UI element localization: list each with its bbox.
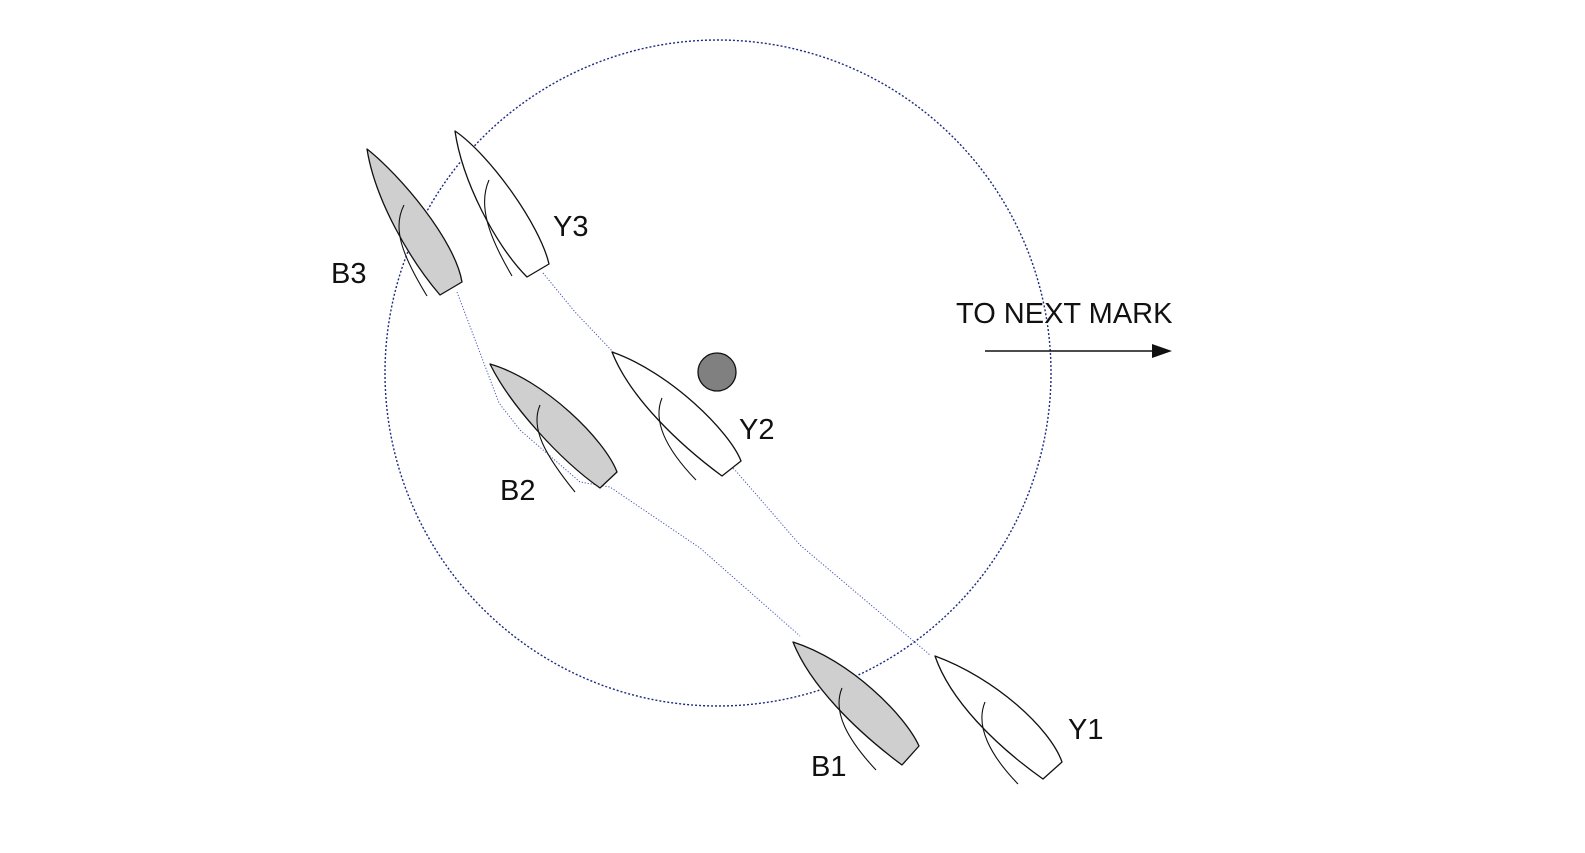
boat-y2: Y2 (611, 351, 774, 481)
boat-sail (658, 397, 697, 481)
boat-b2: B2 (489, 363, 618, 507)
boat-b3: B3 (331, 148, 463, 297)
boat-hull (366, 148, 463, 296)
zone-circle (384, 39, 1052, 707)
boat-y3: Y3 (454, 130, 588, 278)
boat-sail (536, 404, 576, 493)
boat-hull (489, 363, 618, 489)
boat-sail (981, 701, 1019, 785)
next-mark-arrowhead (1152, 344, 1172, 358)
blue-fleet-track (456, 291, 801, 637)
direction-label: TO NEXT MARK (956, 298, 1173, 330)
boat-label: B1 (811, 751, 846, 783)
boat-b1: B1 (792, 641, 920, 783)
boat-sail (483, 179, 513, 277)
boat-label: Y3 (553, 211, 588, 243)
boat-hull (611, 351, 742, 477)
boat-hull (934, 655, 1063, 780)
boat-sail (398, 204, 428, 297)
boat-label: B3 (331, 258, 366, 290)
mark-buoy (697, 352, 737, 392)
boat-y1: Y1 (934, 655, 1103, 785)
boat-label: Y1 (1068, 714, 1103, 746)
boat-hull (454, 130, 550, 278)
boat-label: Y2 (739, 414, 774, 446)
boat-hull (792, 641, 920, 766)
boat-label: B2 (500, 475, 535, 507)
boat-sail (838, 687, 877, 771)
